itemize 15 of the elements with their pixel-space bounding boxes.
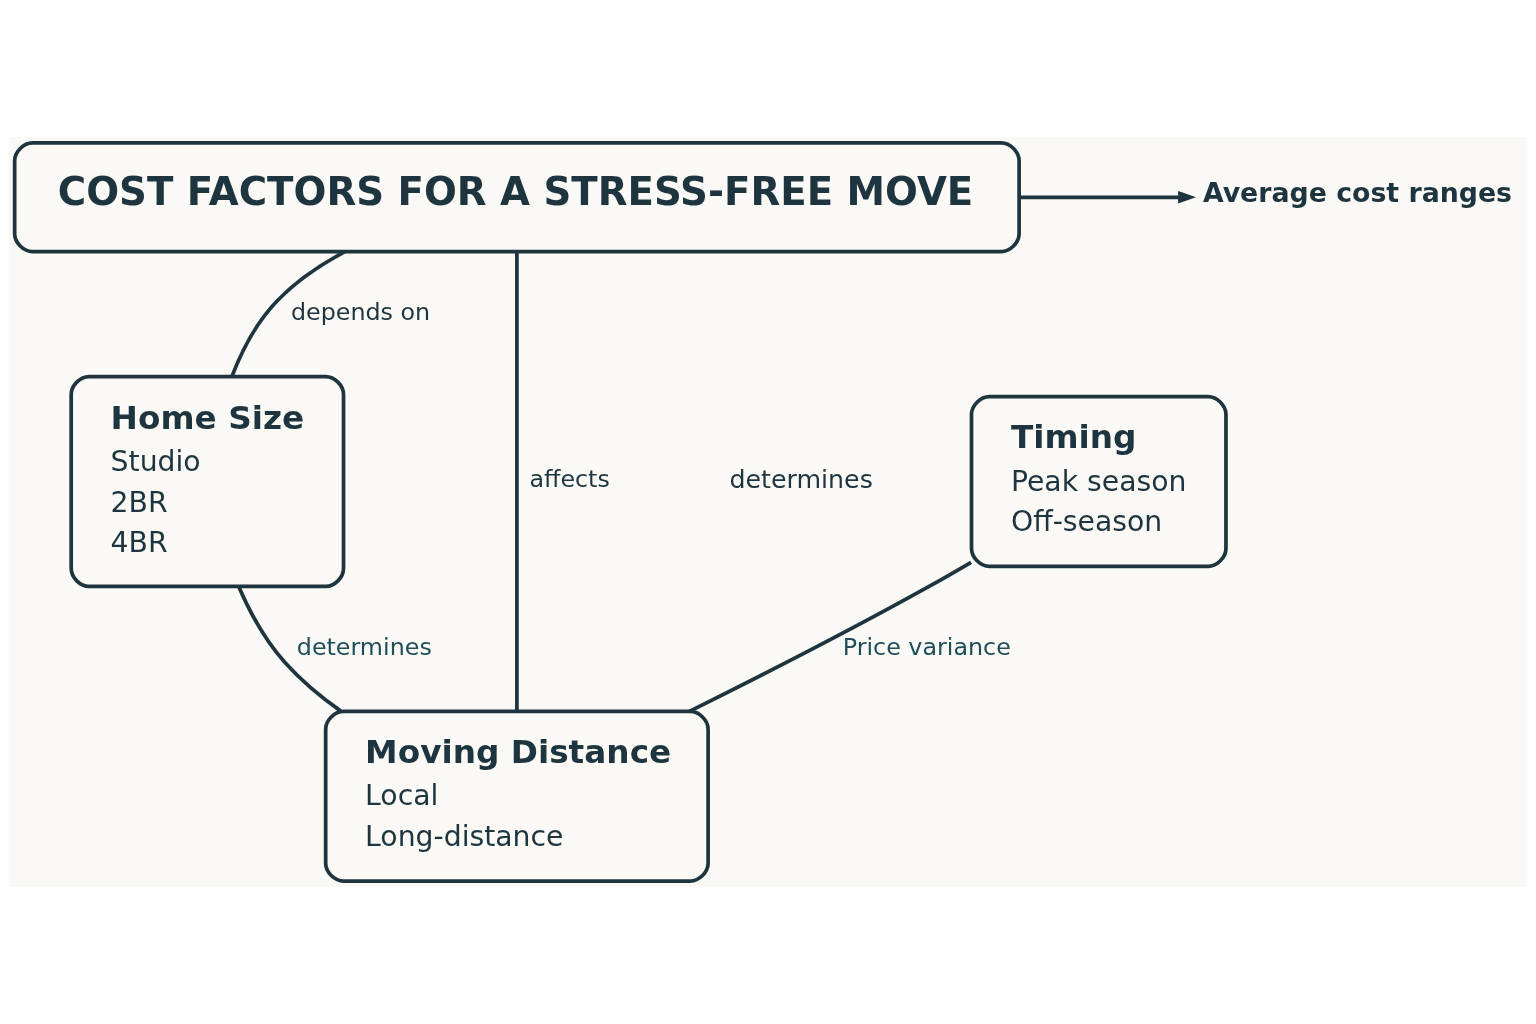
node-box: Home Size Studio 2BR 4BR — [69, 374, 346, 589]
connector — [515, 251, 519, 712]
connector — [688, 560, 973, 713]
connector — [236, 585, 342, 713]
node-text: Average cost ranges — [1202, 177, 1513, 209]
arrow — [1019, 191, 1196, 204]
node-box: COST FACTORS FOR A STRESS-FREE MOVE — [12, 141, 1021, 254]
node-box: Timing Peak season Off-season — [969, 394, 1228, 569]
edge-label: depends on — [290, 297, 431, 326]
edge-label: determines — [296, 632, 432, 661]
label: determines — [729, 464, 873, 494]
connector — [230, 250, 346, 378]
node-box: Moving Distance Local Long-distance — [323, 709, 710, 883]
edge-label: affects — [529, 465, 610, 494]
edge-label: Price variance — [842, 632, 1011, 661]
